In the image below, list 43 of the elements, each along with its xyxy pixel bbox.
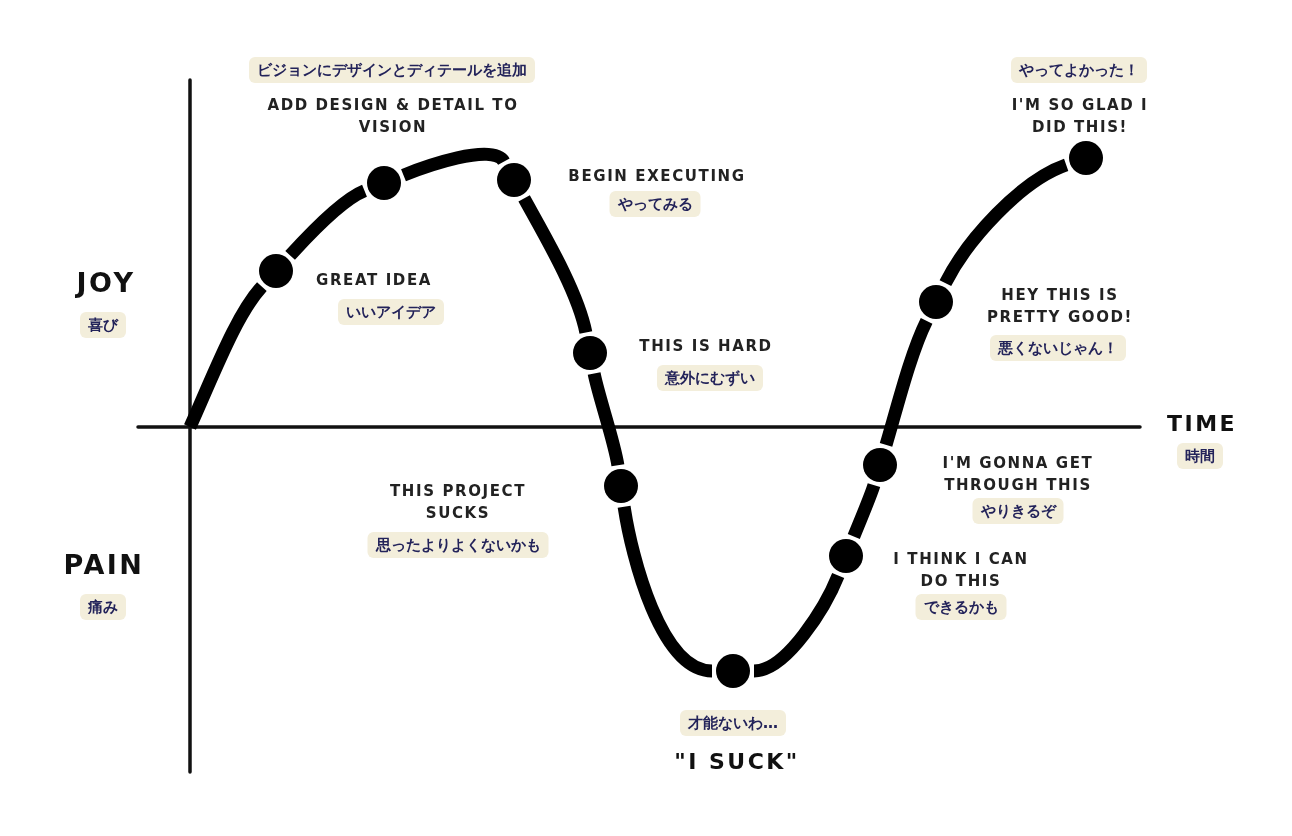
milestone-dot xyxy=(829,539,863,573)
stage-label: I'M GONNA GET THROUGH THIS xyxy=(941,453,1095,496)
translation-label: 喜び xyxy=(80,312,126,338)
stage-label: "I SUCK" xyxy=(674,751,800,773)
translation-label: 意外にむずい xyxy=(657,365,763,391)
axis-label: TIME xyxy=(1166,413,1238,435)
stage-label: GREAT IDEA xyxy=(316,270,432,291)
stage-label: HEY THIS IS PRETTY GOOD! xyxy=(986,285,1134,328)
stage-label: THIS PROJECT SUCKS xyxy=(389,481,527,524)
translation-label: ビジョンにデザインとディテールを追加 xyxy=(249,57,535,83)
curve-segment xyxy=(847,483,881,539)
translation-label: 思ったよりよくないかも xyxy=(367,532,549,558)
milestone-dot xyxy=(863,448,897,482)
translation-label: 悪くないじゃん！ xyxy=(990,335,1126,361)
milestone-dot xyxy=(497,163,531,197)
milestone-dot xyxy=(716,654,750,688)
axis-label: PAIN xyxy=(63,554,145,576)
milestone-dot xyxy=(573,336,607,370)
milestone-dot xyxy=(367,166,401,200)
milestone-dot xyxy=(919,285,953,319)
translation-label: 才能ないわ… xyxy=(680,710,786,736)
stage-label: I THINK I CAN DO THIS xyxy=(892,549,1030,592)
stage-label: BEGIN EXECUTING xyxy=(568,166,746,187)
curve-segment xyxy=(518,195,593,334)
curve-segment xyxy=(939,158,1069,287)
translation-label: やってみる xyxy=(609,191,701,217)
stage-label: I'M SO GLAD I DID THIS! xyxy=(1010,95,1150,138)
milestone-dot xyxy=(604,469,638,503)
translation-label: 時間 xyxy=(1177,443,1223,469)
curve-segment xyxy=(879,318,933,447)
milestone-dot xyxy=(259,254,293,288)
stage-label: ADD DESIGN & DETAIL TO VISION xyxy=(266,95,520,138)
curve-segment xyxy=(184,282,267,430)
curve-segment xyxy=(285,184,368,260)
curve-segment xyxy=(753,572,845,678)
curve-segment xyxy=(587,372,625,467)
translation-label: やってよかった！ xyxy=(1011,57,1147,83)
milestone-dot xyxy=(1069,141,1103,175)
stage-label: THIS IS HARD xyxy=(639,336,773,357)
translation-label: いいアイデア xyxy=(338,299,444,325)
translation-label: 痛み xyxy=(80,594,126,620)
translation-label: やりきるぞ xyxy=(972,498,1064,524)
translation-label: できるかも xyxy=(915,594,1007,620)
